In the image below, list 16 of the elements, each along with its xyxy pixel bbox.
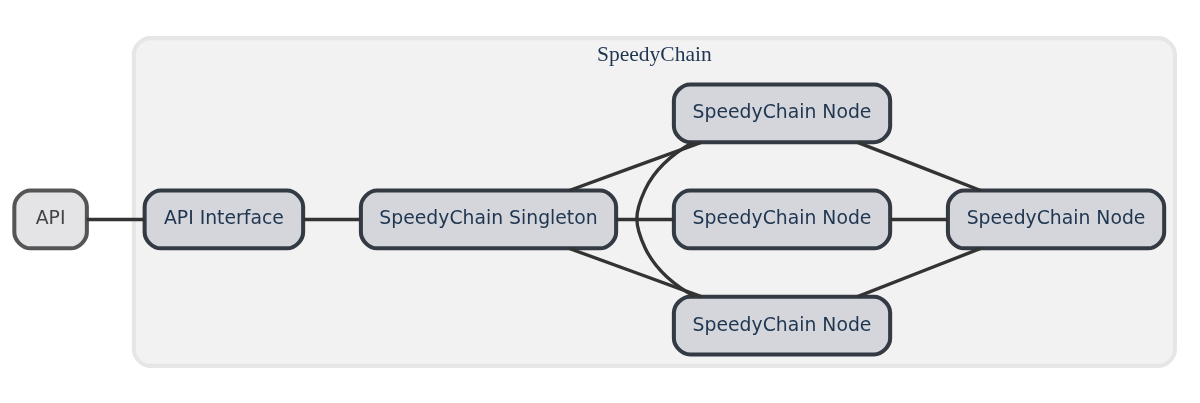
connector xyxy=(616,217,674,221)
node-box: SpeedyChain Singleton xyxy=(358,188,619,250)
node-box: SpeedyChain Node xyxy=(671,294,893,356)
connector xyxy=(568,246,702,298)
connector xyxy=(856,140,982,192)
connector xyxy=(568,140,702,192)
connector xyxy=(856,246,982,298)
connector xyxy=(303,217,361,221)
node-box: API xyxy=(12,188,89,250)
node-box: SpeedyChain Node xyxy=(671,188,893,250)
connector xyxy=(635,140,696,298)
node-box: SpeedyChain Node xyxy=(945,188,1167,250)
node-box: API Interface xyxy=(142,188,306,250)
node-box: SpeedyChain Node xyxy=(671,81,893,144)
connector xyxy=(890,217,948,221)
connector xyxy=(86,217,145,221)
